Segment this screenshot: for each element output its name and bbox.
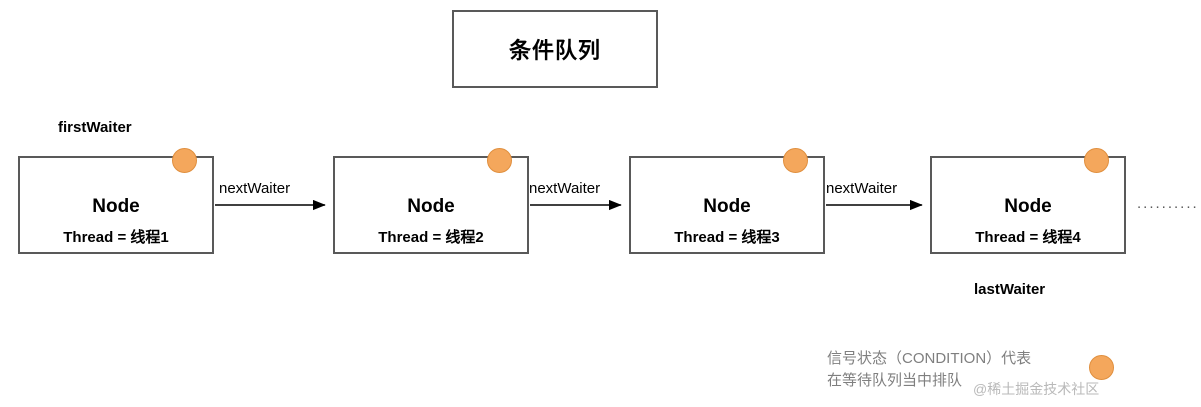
first-waiter-label: firstWaiter [58, 119, 132, 136]
legend-line-2: 在等待队列当中排队 [827, 372, 963, 389]
edge-label-2: nextWaiter [529, 180, 601, 197]
condition-state-dot-1 [172, 148, 197, 173]
node-1-title: Node [92, 196, 140, 217]
node-4-thread: Thread = 线程4 [975, 229, 1081, 246]
tail-ellipsis: .......... [1137, 195, 1199, 212]
node-2-thread: Thread = 线程2 [378, 229, 484, 246]
condition-state-dot-4 [1084, 148, 1109, 173]
node-2-title: Node [407, 196, 455, 217]
page-title: 条件队列 [508, 38, 601, 63]
condition-state-dot-2 [487, 148, 512, 173]
legend-line-1: 信号状态（CONDITION）代表 [827, 350, 1032, 367]
edge-label-3: nextWaiter [826, 180, 898, 197]
node-1-thread: Thread = 线程1 [63, 229, 169, 246]
legend-condition-dot [1089, 355, 1114, 380]
edge-label-1: nextWaiter [219, 180, 291, 197]
watermark: @稀土掘金技术社区 [973, 381, 1100, 397]
node-3-title: Node [703, 196, 751, 217]
node-4-title: Node [1004, 196, 1052, 217]
condition-state-dot-3 [783, 148, 808, 173]
last-waiter-label: lastWaiter [974, 281, 1046, 298]
title-box: 条件队列 [452, 10, 658, 88]
node-3-thread: Thread = 线程3 [674, 229, 780, 246]
